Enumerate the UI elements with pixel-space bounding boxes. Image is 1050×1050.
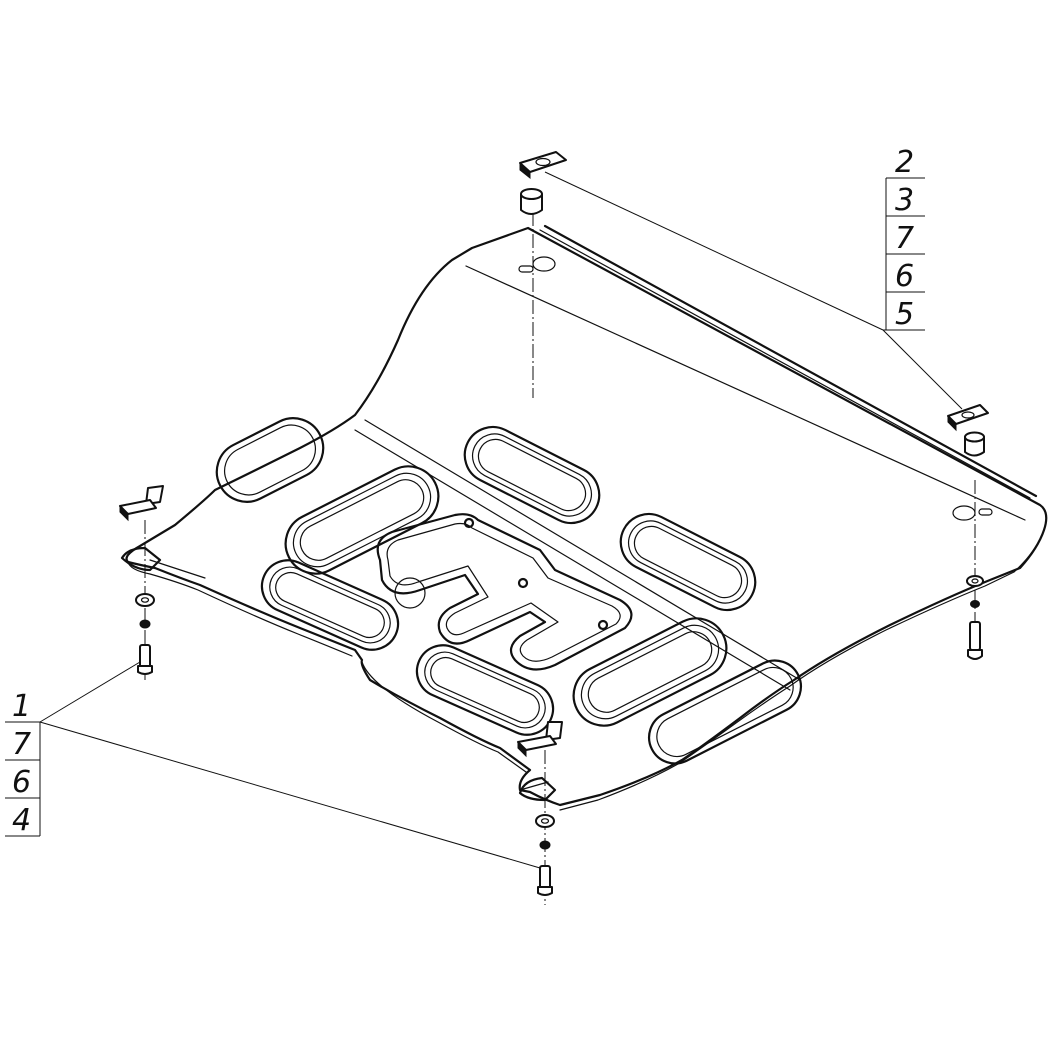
callout-number: 6 [895, 259, 914, 294]
callout-number: 3 [895, 183, 914, 218]
leader-lines [39, 171, 963, 869]
lock-washer-icon [539, 840, 551, 850]
lock-washer-icon [139, 619, 151, 629]
front-center-hardware [517, 721, 563, 896]
skid-plate [125, 190, 1048, 811]
front-left-hardware [119, 485, 164, 675]
callout-number: 2 [895, 145, 914, 180]
washer-icon [966, 575, 984, 587]
callout-number: 5 [895, 297, 914, 332]
clip-nut-icon [119, 485, 164, 522]
callout-number: 6 [12, 765, 31, 800]
callout-stack-lower-left: 1 7 6 4 [5, 689, 41, 838]
bolt-icon [967, 621, 983, 660]
spacer-bushing-icon [964, 431, 985, 457]
bolt-icon [537, 865, 553, 896]
clip-nut-icon [947, 404, 989, 432]
bolt-icon [137, 644, 153, 675]
rear-center-hardware [519, 151, 567, 215]
stamped-ribs [215, 417, 802, 765]
clip-nut-icon [519, 151, 567, 180]
callout-number: 1 [12, 689, 31, 724]
clip-nut-icon [517, 721, 563, 758]
callout-number: 4 [12, 803, 31, 838]
callout-number: 7 [895, 221, 914, 256]
callout-stack-upper-right: 2 3 7 6 5 [883, 145, 925, 332]
lock-washer-icon [970, 600, 980, 608]
spacer-bushing-icon [520, 188, 543, 215]
washer-icon [535, 814, 555, 828]
washer-icon [135, 593, 155, 607]
callout-number: 7 [12, 727, 31, 762]
rear-right-hardware [947, 404, 989, 660]
